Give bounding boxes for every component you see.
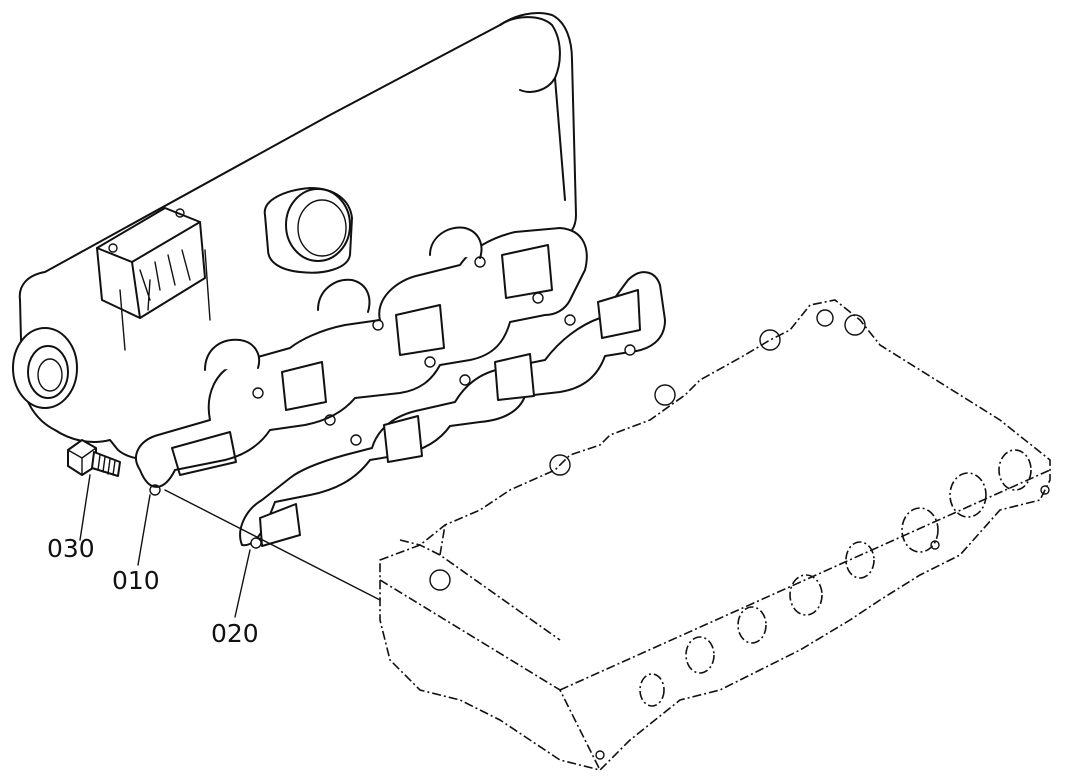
leader-lines — [79, 474, 381, 618]
exhaust-manifold — [12, 12, 588, 496]
bolt — [67, 439, 121, 477]
callout-030: 030 — [47, 534, 95, 563]
callout-020: 020 — [211, 619, 259, 648]
callout-010: 010 — [112, 566, 160, 595]
cylinder-head — [379, 299, 1051, 771]
manifold-gasket — [239, 271, 666, 549]
